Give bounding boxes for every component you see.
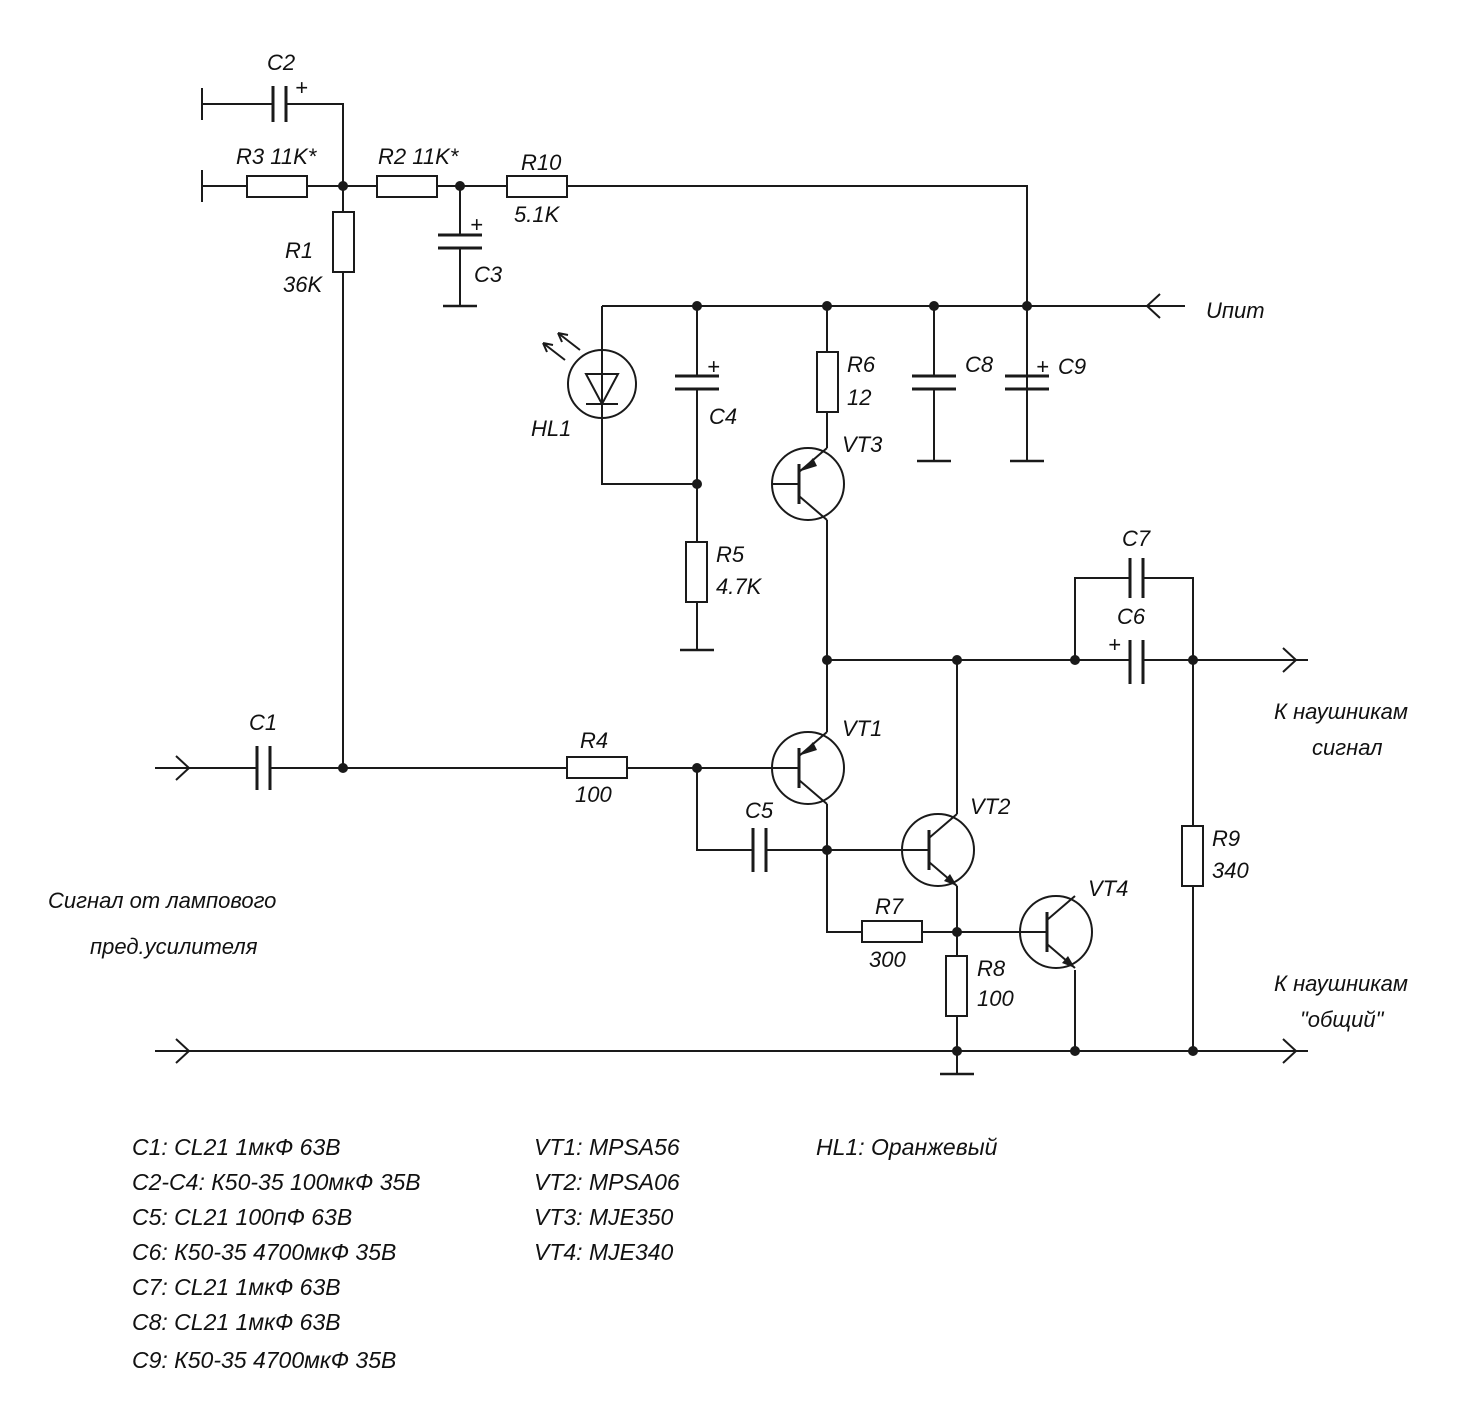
capacitor-c8 bbox=[912, 374, 956, 391]
value-r1: 36K bbox=[283, 272, 323, 297]
label-r4: R4 bbox=[580, 728, 608, 753]
transistor-vt3 bbox=[771, 447, 845, 521]
label-r3: R3 11K* bbox=[236, 144, 318, 169]
label-c6: C6 bbox=[1117, 604, 1146, 629]
parts-led-1: HL1: Оранжевый bbox=[816, 1134, 998, 1160]
label-r2: R2 11K* bbox=[378, 144, 460, 169]
label-r10: R10 bbox=[521, 150, 562, 175]
resistor-r5 bbox=[685, 541, 708, 603]
resistor-r2 bbox=[376, 175, 438, 198]
label-r7: R7 bbox=[875, 894, 904, 919]
label-r5: R5 bbox=[716, 542, 745, 567]
resistor-r7 bbox=[861, 920, 923, 943]
parts-capacitor-5: C7: CL21 1мкФ 63В bbox=[132, 1274, 341, 1300]
label-c3: C3 bbox=[474, 262, 503, 287]
capacitor-c1 bbox=[255, 746, 272, 790]
value-r7: 300 bbox=[869, 947, 906, 972]
label-c1: C1 bbox=[249, 710, 277, 735]
output-signal-label-line1: К наушникам bbox=[1274, 699, 1408, 724]
label-vt3: VT3 bbox=[842, 432, 883, 457]
component-labels: C2 R3 11K* R2 11K* R10 5.1K C3 R1 36K HL… bbox=[236, 50, 1249, 1011]
parts-transistor-2: VT2: MPSA06 bbox=[534, 1169, 680, 1195]
input-label-line2: пред.усилителя bbox=[90, 934, 258, 959]
value-r10: 5.1K bbox=[514, 202, 561, 227]
c3-polarity: + bbox=[470, 212, 483, 237]
light-emission-arrows bbox=[542, 332, 581, 361]
label-r1: R1 bbox=[285, 238, 313, 263]
resistor-r1 bbox=[332, 211, 355, 273]
output-signal-label-line2: сигнал bbox=[1312, 735, 1383, 760]
label-c5: C5 bbox=[745, 798, 774, 823]
c6-polarity: + bbox=[1108, 632, 1121, 657]
resistor-r9 bbox=[1181, 825, 1204, 887]
capacitor-c7 bbox=[1128, 558, 1145, 598]
label-c7: C7 bbox=[1122, 526, 1151, 551]
parts-capacitor-7: C9: К50-35 4700мкФ 35В bbox=[132, 1347, 396, 1373]
capacitor-c4 bbox=[675, 374, 719, 391]
c2-polarity: + bbox=[295, 75, 308, 100]
label-vt4: VT4 bbox=[1088, 876, 1128, 901]
value-r5: 4.7K bbox=[716, 574, 763, 599]
resistor-r6 bbox=[816, 351, 839, 413]
output-common-label-line1: К наушникам bbox=[1274, 971, 1408, 996]
supply-label: Uпит bbox=[1206, 298, 1265, 323]
resistor-r10 bbox=[506, 175, 568, 198]
capacitor-c2 bbox=[271, 86, 288, 122]
transistor-vt2 bbox=[901, 813, 975, 887]
label-c2: C2 bbox=[267, 50, 295, 75]
value-r9: 340 bbox=[1212, 858, 1249, 883]
capacitor-c6 bbox=[1128, 640, 1145, 684]
parts-transistor-4: VT4: MJE340 bbox=[534, 1239, 674, 1265]
resistors bbox=[246, 175, 1204, 1017]
label-r8: R8 bbox=[977, 956, 1006, 981]
resistor-r4 bbox=[566, 756, 628, 779]
capacitor-c3 bbox=[438, 233, 482, 250]
parts-transistor-1: VT1: MPSA56 bbox=[534, 1134, 680, 1160]
output-common-label-line2: "общий" bbox=[1300, 1007, 1385, 1032]
label-c4: C4 bbox=[709, 404, 737, 429]
label-r9: R9 bbox=[1212, 826, 1240, 851]
value-r8: 100 bbox=[977, 986, 1014, 1011]
capacitor-c9 bbox=[1005, 374, 1049, 391]
label-r6: R6 bbox=[847, 352, 876, 377]
parts-capacitor-2: C2-C4: К50-35 100мкФ 35В bbox=[132, 1169, 421, 1195]
capacitors bbox=[255, 86, 1145, 872]
parts-capacitor-6: C8: CL21 1мкФ 63В bbox=[132, 1309, 341, 1335]
led-hl1 bbox=[542, 332, 637, 419]
c4-polarity: + bbox=[707, 354, 720, 379]
junction-dots bbox=[338, 181, 1198, 1056]
label-hl1: HL1 bbox=[531, 416, 571, 441]
input-label-line1: Сигнал от лампового bbox=[48, 888, 276, 913]
parts-list: C1: CL21 1мкФ 63В C2-C4: К50-35 100мкФ 3… bbox=[132, 1134, 998, 1373]
label-vt1: VT1 bbox=[842, 716, 882, 741]
label-vt2: VT2 bbox=[970, 794, 1010, 819]
parts-capacitor-4: C6: К50-35 4700мкФ 35В bbox=[132, 1239, 396, 1265]
value-r4: 100 bbox=[575, 782, 612, 807]
polarity-marks: + + + + + bbox=[295, 75, 1121, 657]
parts-transistor-3: VT3: MJE350 bbox=[534, 1204, 674, 1230]
transistor-vt1 bbox=[771, 731, 845, 805]
parts-capacitor-1: C1: CL21 1мкФ 63В bbox=[132, 1134, 341, 1160]
parts-capacitor-3: C5: CL21 100пФ 63В bbox=[132, 1204, 352, 1230]
c9-polarity: + bbox=[1036, 354, 1049, 379]
terminal-labels: Uпит Сигнал от лампового пред.усилителя … bbox=[48, 298, 1408, 1032]
resistor-r3 bbox=[246, 175, 308, 198]
transistor-vt4 bbox=[1019, 895, 1093, 969]
label-c9: C9 bbox=[1058, 354, 1086, 379]
value-r6: 12 bbox=[847, 385, 871, 410]
label-c8: C8 bbox=[965, 352, 994, 377]
resistor-r8 bbox=[945, 955, 968, 1017]
capacitor-c5 bbox=[751, 828, 768, 872]
